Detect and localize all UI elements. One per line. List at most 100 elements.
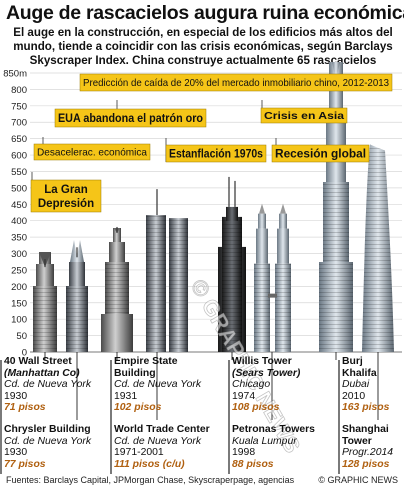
- annotation-box: [54, 108, 207, 128]
- annotation-text: Depresión: [38, 198, 94, 210]
- tower-part: [279, 213, 287, 229]
- annotation-label: EUA abandona el patrón oro: [54, 100, 207, 128]
- building-name: Burj: [342, 356, 363, 367]
- tower-part: [256, 228, 268, 264]
- building-name: Building: [114, 367, 156, 379]
- y-tick-label: 550: [11, 167, 27, 178]
- building-city: Cd. de Nueva York: [114, 435, 202, 447]
- tower-part: [169, 218, 188, 352]
- y-tick-label: 200: [11, 282, 27, 293]
- tower-part: [105, 262, 129, 314]
- building-floors: 77 pisos: [4, 458, 46, 470]
- tower-part: [66, 286, 88, 352]
- y-tick-label: 850m: [3, 69, 27, 80]
- building-name: Khalifa: [342, 367, 377, 379]
- building-alt-name: (Manhattan Co): [4, 367, 80, 379]
- y-tick-label: 450: [11, 200, 27, 211]
- tower-part: [146, 215, 166, 352]
- tower-part: [109, 242, 125, 262]
- annotation-box: [165, 144, 267, 163]
- building-name: Chrysler Building: [4, 424, 91, 435]
- building-city: Dubai: [342, 379, 370, 391]
- building-floors: 111 pisos (c/u): [114, 458, 185, 470]
- building-name: Tower: [342, 435, 372, 447]
- building-floors: 102 pisos: [114, 402, 162, 414]
- annotation-label: Desacelerac. económica: [33, 137, 151, 161]
- tower-part: [323, 182, 349, 262]
- building-year: 1974: [232, 390, 256, 402]
- tower-part: [226, 206, 238, 221]
- page-subtitle: El auge en la construcción, en especial …: [13, 26, 393, 68]
- building-floors: 108 pisos: [232, 402, 280, 414]
- skybridge: [268, 293, 277, 298]
- building-name: World Trade Center: [114, 424, 210, 435]
- tower-part: [259, 203, 265, 214]
- brand-credit: © GRAPHIC NEWS: [318, 475, 398, 485]
- building-floors: 88 pisos: [232, 458, 274, 470]
- building-alt-name: (Sears Tower): [232, 367, 301, 379]
- building-year: 1930: [4, 447, 28, 459]
- tower-part: [258, 213, 266, 229]
- annotation-label: Recesión global: [271, 138, 370, 163]
- y-tick-label: 250: [11, 265, 27, 276]
- annotation-text: EUA abandona el patrón oro: [58, 113, 203, 125]
- building-year: 1971-2001: [114, 447, 164, 459]
- y-tick-label: 500: [11, 183, 27, 194]
- tower-part: [254, 263, 270, 352]
- y-tick-label: 350: [11, 233, 27, 244]
- building-city: Progr.2014: [342, 447, 394, 459]
- y-tick-label: 650: [11, 134, 27, 145]
- building-name: 40 Wall Street: [4, 356, 72, 367]
- building-year: 2010: [342, 390, 366, 402]
- annotation-box: [79, 73, 393, 92]
- y-tick-label: 50: [16, 331, 27, 342]
- tower-part: [275, 263, 291, 352]
- y-tick-label: 0: [22, 348, 27, 359]
- building-floors: 71 pisos: [4, 402, 46, 414]
- tower-part: [280, 203, 286, 214]
- y-tick-label: 750: [11, 101, 27, 112]
- tower-part: [332, 62, 340, 81]
- building-city: Kuala Lumpur: [232, 435, 297, 447]
- annotation-label: Crisis en Asia: [260, 100, 348, 124]
- tower-empire-state-building: [101, 314, 133, 352]
- y-tick-label: 600: [11, 151, 27, 162]
- y-tick-label: 700: [11, 118, 27, 129]
- annotation-text: Estanflación 1970s: [169, 149, 263, 161]
- building-floors: 128 pisos: [342, 458, 390, 470]
- caption-separators: [0, 352, 379, 474]
- building-name: Willis Tower: [232, 356, 292, 367]
- tower-part: [113, 228, 121, 242]
- tower-part: [36, 264, 54, 286]
- tower-part: [33, 286, 57, 352]
- building-city: Chicago: [232, 379, 271, 391]
- building-city: Cd. de Nueva York: [4, 435, 92, 447]
- building-name: Empire State: [114, 356, 178, 367]
- annotations: Predicción de caída de 20% del mercado i…: [30, 73, 393, 213]
- y-tick-label: 150: [11, 298, 27, 309]
- y-tick-label: 800: [11, 85, 27, 96]
- building-name: Shanghai: [342, 424, 389, 435]
- y-tick-label: 100: [11, 315, 27, 326]
- building-city: Cd. de Nueva York: [114, 379, 202, 391]
- annotation-text: Crisis en Asia: [264, 111, 344, 122]
- tower-part: [69, 262, 85, 286]
- annotation-text: Predicción de caída de 20% del mercado i…: [83, 78, 389, 89]
- building-city: Cd. de Nueva York: [4, 379, 92, 391]
- y-tick-label: 400: [11, 216, 27, 227]
- building-caption: 40 Wall Street(Manhattan Co)Cd. de Nueva…: [4, 356, 91, 414]
- tower-part: [277, 228, 289, 264]
- annotation-text: La Gran: [44, 184, 87, 196]
- building-year: 1998: [232, 447, 256, 459]
- building-floors: 163 pisos: [342, 402, 390, 414]
- annotation-box: [33, 143, 151, 161]
- annotation-box: [30, 179, 102, 213]
- y-tick-label: 300: [11, 249, 27, 260]
- building-name: Petronas Towers: [232, 424, 315, 435]
